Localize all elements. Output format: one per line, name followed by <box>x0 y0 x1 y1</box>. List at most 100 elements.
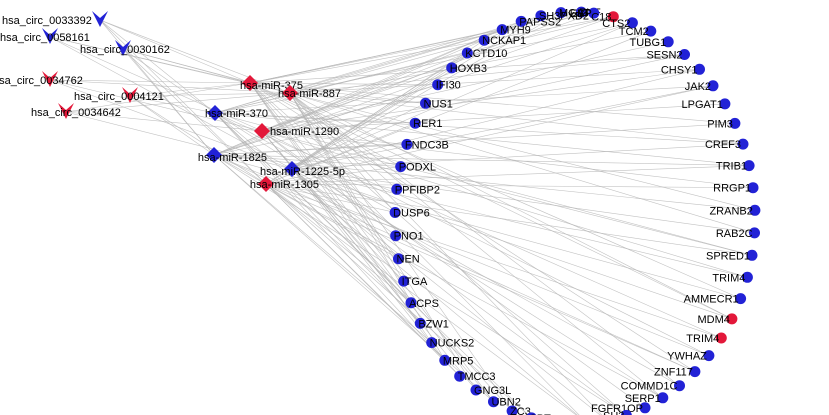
interaction-edge <box>214 112 663 399</box>
mrna-node-nucks2[interactable] <box>426 337 438 349</box>
mrna-node-mdm4[interactable] <box>726 313 738 325</box>
interaction-edge <box>99 19 251 84</box>
mrna-node-ubn2[interactable] <box>488 396 499 408</box>
mrna-node-trim4[interactable] <box>741 271 753 283</box>
mrna-node-znf[interactable] <box>575 6 587 18</box>
mrna-node-jak2-label: JAK2 <box>685 81 711 93</box>
mrna-node-tmcc3-label: TMCC3 <box>458 371 496 383</box>
mrna-node-tmcc3[interactable] <box>454 370 466 382</box>
mrna-node-znf117[interactable] <box>689 366 701 378</box>
mrna-node-sh3[interactable] <box>620 409 632 415</box>
mrna-node-jak2[interactable] <box>707 80 719 92</box>
mirna-node-hsa-mir-887-label: hsa-miR-887 <box>278 88 341 100</box>
circrna-node-hsa-circ-0034762[interactable] <box>42 71 58 87</box>
mrna-node-mgat4-label: MGAT4 <box>559 8 596 20</box>
mrna-node-nckap1[interactable] <box>478 34 490 46</box>
mirna-node-hsa-mir-370[interactable] <box>207 105 223 121</box>
mrna-node-spred1[interactable] <box>746 249 758 261</box>
interaction-edge <box>265 166 401 185</box>
circrna-node-hsa-circ-0058161[interactable] <box>42 28 58 44</box>
mrna-node-sh3pxd2[interactable] <box>535 10 547 22</box>
mrna-node-ifi30[interactable] <box>432 79 444 91</box>
interaction-edge <box>289 92 397 190</box>
mrna-node-mrp5[interactable] <box>439 354 451 366</box>
mrna-node-bzw1[interactable] <box>414 317 426 329</box>
circrna-node-hsa-circ-0030162[interactable] <box>115 40 131 56</box>
interaction-edge <box>249 82 755 211</box>
mrna-node-fgfr1op[interactable] <box>639 402 651 414</box>
mrna-node-spt[interactable] <box>526 412 537 415</box>
mrna-node-zc3[interactable] <box>506 405 518 415</box>
mirna-node-hsa-mir-887[interactable] <box>282 85 298 101</box>
mrna-node-hoxb3[interactable] <box>446 62 458 74</box>
interaction-edge <box>261 21 522 132</box>
mirna-node-hsa-mir-1305[interactable] <box>258 176 274 192</box>
mirna-node-hsa-mir-375[interactable] <box>242 75 258 91</box>
mrna-node-rrgp1-label: RRGP1 <box>713 183 751 195</box>
interaction-edge <box>265 85 714 185</box>
mrna-node-tcm2-label: TCM2 <box>619 26 649 38</box>
mrna-node-lpgat1-label: LPGAT1 <box>681 99 722 111</box>
circrna-node-hsa-circ-0034642-label: hsa_circ_0034642 <box>31 107 121 119</box>
mrna-node-acps[interactable] <box>405 297 417 309</box>
mrna-node-gng3l[interactable] <box>470 384 482 396</box>
mrna-node-papss2[interactable] <box>515 15 527 27</box>
interaction-edge <box>213 123 735 156</box>
mrna-node-trim4[interactable] <box>715 332 727 344</box>
mrna-node-ebp[interactable] <box>588 7 600 19</box>
mirna-node-hsa-mir-1290[interactable] <box>254 123 270 139</box>
mrna-node-rer1[interactable] <box>409 117 421 129</box>
interaction-edge <box>214 112 460 377</box>
mrna-node-kctd10[interactable] <box>461 47 473 59</box>
mrna-node-ppfibp2[interactable] <box>391 183 403 195</box>
mirna-node-hsa-mir-1225-5p[interactable] <box>284 161 300 177</box>
mrna-node-ywhaz[interactable] <box>703 350 715 362</box>
mrna-node-nen[interactable] <box>393 253 404 265</box>
mrna-node-nus1[interactable] <box>420 97 431 109</box>
mrna-node-rrgp1[interactable] <box>747 182 759 194</box>
mrna-node-dusp6[interactable] <box>389 207 401 218</box>
mrna-node-zranb2[interactable] <box>749 204 761 216</box>
interaction-edge <box>122 48 267 185</box>
interaction-edge <box>214 15 541 114</box>
mrna-node-cts2[interactable] <box>626 17 638 29</box>
interaction-edge <box>265 165 750 185</box>
interaction-edge <box>213 16 614 156</box>
mrna-node-cref3[interactable] <box>737 138 749 150</box>
mrna-node-tcm2[interactable] <box>645 25 657 37</box>
mrna-node-pno1[interactable] <box>390 230 402 242</box>
mrna-node-itga[interactable] <box>398 275 410 287</box>
mrna-node-serp1[interactable] <box>657 392 669 404</box>
mrna-node-chsy1[interactable] <box>694 63 705 75</box>
mirna-node-hsa-mir-1825[interactable] <box>206 147 222 163</box>
mrna-node-nen-label: NEN <box>397 254 420 266</box>
mrna-node-tubg1[interactable] <box>662 36 674 48</box>
mrna-node-commd1c[interactable] <box>674 380 685 392</box>
mrna-node-zc3-label: ZC3 <box>510 406 531 415</box>
mrna-node-ubn2-label: UBN2 <box>491 397 520 409</box>
mrna-node-lpgat1[interactable] <box>719 98 731 110</box>
mrna-node-acps-label: ACPS <box>409 298 439 310</box>
mrna-node-ammecr1-label: AMMECR1 <box>684 294 739 306</box>
mrna-node-ammecr1[interactable] <box>735 293 747 305</box>
interaction-edge <box>213 154 399 259</box>
interaction-edge <box>265 183 577 415</box>
mrna-node-rab2c[interactable] <box>749 227 760 239</box>
mrna-node-trib1[interactable] <box>743 160 755 172</box>
circrna-node-hsa-circ-0004121[interactable] <box>122 87 138 103</box>
mrna-node-c18[interactable] <box>607 11 619 23</box>
circrna-node-hsa-circ-0033392[interactable] <box>92 11 108 27</box>
mrna-node-pim3[interactable] <box>729 117 741 129</box>
interaction-edge <box>214 112 744 145</box>
mirna-node-hsa-mir-1290-label: hsa-miR-1290 <box>270 126 339 138</box>
mrna-node-podxl[interactable] <box>395 161 407 173</box>
mrna-node-fndc3b[interactable] <box>401 138 413 150</box>
mrna-node-mgat4[interactable] <box>555 7 567 19</box>
interaction-edge <box>261 130 407 145</box>
circrna-node-hsa-circ-0034642[interactable] <box>58 103 74 119</box>
mrna-node-sesn2[interactable] <box>679 49 690 60</box>
interaction-edge <box>261 130 748 278</box>
interaction-edge <box>249 82 733 320</box>
mrna-node-myh9[interactable] <box>496 24 508 36</box>
